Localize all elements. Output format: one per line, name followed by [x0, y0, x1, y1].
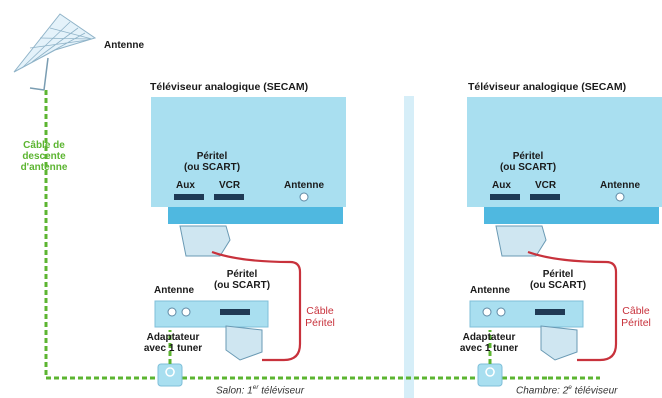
- adapter-name-right: Adaptateur avec 1 tuner: [454, 332, 524, 354]
- tv-antenna-label-left: Antenne: [284, 180, 324, 191]
- adapter-name-line-2-right: avec 1 tuner: [459, 343, 519, 354]
- wall-socket-left: [157, 363, 183, 387]
- scart-port-vcr-right: [530, 194, 560, 200]
- scart-cable-label-left: Câble Péritel: [296, 305, 344, 329]
- tv-peritel-label-right: Péritel (ou SCART): [488, 151, 568, 173]
- tv-peritel-line-2-right: (ou SCART): [499, 162, 557, 173]
- caption-ordinal-left: 1: [247, 385, 253, 397]
- adapter-peritel-line-1-left: Péritel: [226, 269, 258, 280]
- scart-cable-right: [527, 250, 618, 362]
- tv-title-right: Téléviseur analogique (SECAM): [468, 81, 627, 93]
- caption-right: Chambre: 2e téléviseur: [516, 384, 618, 397]
- caption-ordinal-right: 2: [562, 385, 569, 397]
- antenna-icon: [13, 13, 97, 91]
- tv-antenna-label-right: Antenne: [600, 180, 640, 191]
- caption-room-right: Chambre: [516, 385, 558, 397]
- antenna-label: Antenne: [104, 40, 144, 51]
- adapter-peritel-line-1-right: Péritel: [542, 269, 574, 280]
- scart-plug-tv-left: [179, 225, 231, 257]
- adapter-antenna-in-right: [482, 307, 492, 317]
- caption-room-left: Salon: [216, 385, 242, 397]
- adapter-scart-port-left: [220, 309, 250, 315]
- tv-aux-label-right: Aux: [492, 180, 511, 191]
- adapter-name-line-1-right: Adaptateur: [462, 332, 516, 343]
- wall-socket-icon-left: [165, 367, 175, 377]
- caption-left: Salon: 1er téléviseur: [216, 384, 305, 397]
- adapter-name-line-2-left: avec 1 tuner: [143, 343, 203, 354]
- tv-body-right: [467, 97, 662, 207]
- scart-cable-line-1-left: Câble: [306, 305, 334, 317]
- antenna-port-tv-right: [615, 192, 625, 202]
- tv-title-left: Téléviseur analogique (SECAM): [150, 81, 309, 93]
- antenna-downlead-cable: [44, 90, 548, 380]
- tv-base-right: [484, 207, 659, 224]
- tv-body-left: [151, 97, 346, 207]
- wall-socket-icon-right: [485, 367, 495, 377]
- adapter-peritel-label-left: Péritel (ou SCART): [210, 269, 274, 291]
- room-divider: [404, 96, 414, 398]
- adapter-antenna-out-left: [181, 307, 191, 317]
- tv-vcr-label-right: VCR: [535, 180, 557, 191]
- scart-port-aux-left: [174, 194, 204, 200]
- scart-plug-tv-right: [495, 225, 547, 257]
- adapter-scart-port-right: [535, 309, 565, 315]
- scart-port-aux-right: [490, 194, 520, 200]
- scart-cable-line-2-right: Péritel: [621, 317, 651, 329]
- antenna-port-tv-left: [299, 192, 309, 202]
- scart-cable-line-2-left: Péritel: [305, 317, 335, 329]
- scart-plug-adapter-left: [225, 325, 263, 361]
- scart-cable-left: [211, 250, 302, 362]
- tv-vcr-label-left: VCR: [219, 180, 241, 191]
- caption-rest-right: téléviseur: [574, 385, 618, 397]
- scart-cable-label-right: Câble Péritel: [612, 305, 660, 329]
- wall-socket-right: [477, 363, 503, 387]
- tv-peritel-line-2-left: (ou SCART): [183, 162, 241, 173]
- downlead-cable-line-3: d'antenne: [20, 162, 68, 173]
- scart-cable-line-1-right: Câble: [622, 305, 650, 317]
- adapter-antenna-out-right: [496, 307, 506, 317]
- tv-peritel-line-1-left: Péritel: [196, 151, 228, 162]
- adapter-name-line-1-left: Adaptateur: [146, 332, 200, 343]
- tv-base-left: [168, 207, 343, 224]
- tv-peritel-line-1-right: Péritel: [512, 151, 544, 162]
- downlead-cable-label: Câble de descente d'antenne: [12, 140, 76, 173]
- tv-peritel-label-left: Péritel (ou SCART): [172, 151, 252, 173]
- adapter-peritel-line-2-left: (ou SCART): [213, 280, 271, 291]
- adapter-peritel-line-2-right: (ou SCART): [529, 280, 587, 291]
- downlead-cable-line-2: descente: [22, 151, 66, 162]
- adapter-antenna-label-right: Antenne: [470, 285, 510, 296]
- scart-plug-adapter-right: [540, 325, 578, 361]
- adapter-antenna-in-left: [167, 307, 177, 317]
- tv-aux-label-left: Aux: [176, 180, 195, 191]
- caption-sup-left: er: [252, 384, 259, 391]
- adapter-name-left: Adaptateur avec 1 tuner: [138, 332, 208, 354]
- adapter-peritel-label-right: Péritel (ou SCART): [526, 269, 590, 291]
- caption-rest-left: téléviseur: [261, 385, 305, 397]
- downlead-cable-line-1: Câble de: [23, 140, 65, 151]
- caption-sup-right: e: [568, 384, 572, 391]
- adapter-antenna-label-left: Antenne: [154, 285, 194, 296]
- scart-port-vcr-left: [214, 194, 244, 200]
